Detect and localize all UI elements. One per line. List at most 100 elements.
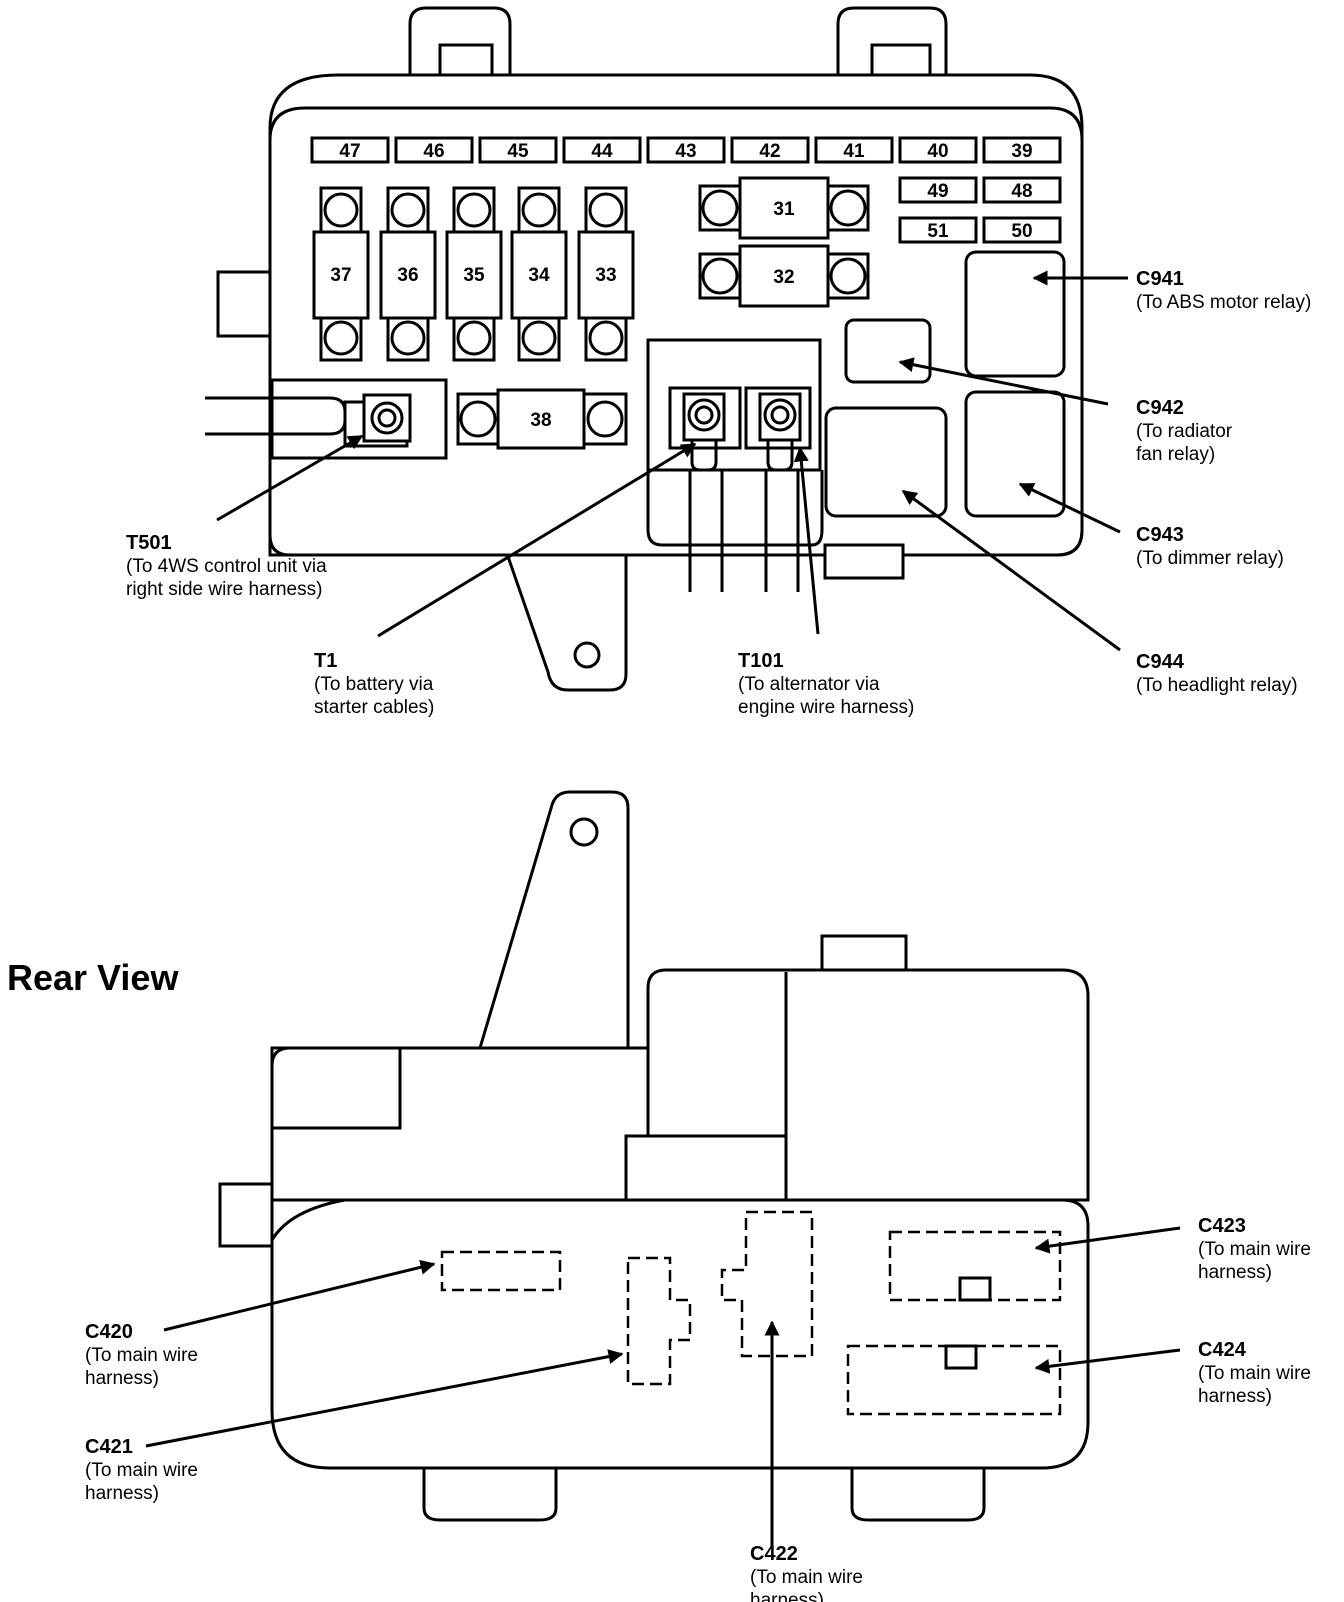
fuse-46: 46 xyxy=(394,136,474,164)
c423-desc-line: (To main wire xyxy=(1198,1239,1311,1260)
fuse-36: 36 xyxy=(379,186,437,362)
c944-desc-line: (To headlight relay) xyxy=(1136,675,1298,696)
front-callouts: C941(To ABS motor relay) C942(To radiator… xyxy=(126,268,1311,718)
fuse-33: 33 xyxy=(577,186,635,362)
relay-socket-c942 xyxy=(844,318,932,384)
left-side-tab xyxy=(216,270,272,338)
c422-desc-line: (To main wire xyxy=(750,1567,863,1588)
rear-mounting-bracket xyxy=(478,790,630,1049)
fuse-42: 42 xyxy=(730,136,810,164)
c424-desc-line: harness) xyxy=(1198,1386,1272,1407)
fuse-39-label: 39 xyxy=(1011,141,1032,162)
front-leader-lines xyxy=(216,270,1128,652)
bottom-notch xyxy=(823,543,905,580)
fuse-row: 47 46 45 44 43 42 41 40 39 xyxy=(310,136,1062,164)
callout-c943: C943(To dimmer relay) xyxy=(1136,524,1284,569)
fuse-44-label: 44 xyxy=(591,141,613,162)
connector-c420 xyxy=(440,1250,562,1292)
relay-socket-c944 xyxy=(824,406,948,518)
t501-id: T501 xyxy=(126,532,172,554)
center-fuses: 31 32 xyxy=(698,176,870,308)
connector-c423-latch xyxy=(958,1276,992,1302)
t501-terminal xyxy=(205,378,448,460)
rear-bracket-hole xyxy=(569,817,599,847)
c943-desc-line: (To dimmer relay) xyxy=(1136,548,1284,569)
fuse-38: 38 xyxy=(456,388,628,450)
c941-desc-line: (To ABS motor relay) xyxy=(1136,292,1311,313)
small-fuses: 49 48 51 50 xyxy=(898,176,1062,244)
fuse-51: 51 xyxy=(898,216,978,244)
c942-desc-line: fan relay) xyxy=(1136,444,1215,465)
c422-id: C422 xyxy=(750,1543,798,1565)
fuse-47-label: 47 xyxy=(339,141,360,162)
t1-desc-line: (To battery via xyxy=(314,674,434,695)
fuse-41-label: 41 xyxy=(843,141,865,162)
fuse-49-label: 49 xyxy=(927,181,948,202)
rear-view-title: Rear View xyxy=(7,957,179,998)
fuse-49: 49 xyxy=(898,176,978,204)
connector-c423 xyxy=(888,1230,1062,1302)
fuse-50-label: 50 xyxy=(1011,221,1032,242)
fuse-36-label: 36 xyxy=(397,265,418,286)
c421-desc-line: harness) xyxy=(85,1483,159,1504)
fuse-51-label: 51 xyxy=(927,221,949,242)
fuse-38-label: 38 xyxy=(530,410,551,431)
power-terminal-block xyxy=(646,338,822,592)
fuse-34: 34 xyxy=(510,186,568,362)
callout-c944: C944(To headlight relay) xyxy=(1136,651,1298,696)
t101-desc-line: engine wire harness) xyxy=(738,697,914,718)
fuse-50: 50 xyxy=(982,216,1062,244)
rear-lower-body xyxy=(270,1198,1090,1470)
c420-desc-line: harness) xyxy=(85,1368,159,1389)
callout-c941: C941(To ABS motor relay) xyxy=(1136,268,1311,313)
fuse-40-label: 40 xyxy=(927,141,948,162)
connector-c422 xyxy=(720,1210,814,1358)
rear-block-left xyxy=(270,1046,402,1130)
fuse-32-label: 32 xyxy=(773,267,794,288)
fuse-31: 31 xyxy=(698,176,870,240)
c421-desc-line: (To main wire xyxy=(85,1460,198,1481)
cable-recess xyxy=(646,470,824,547)
fuse-47: 47 xyxy=(310,136,390,164)
fuse-43-label: 43 xyxy=(675,141,696,162)
c423-desc-line: harness) xyxy=(1198,1262,1272,1283)
fuse-40: 40 xyxy=(898,136,978,164)
fuse-48: 48 xyxy=(982,176,1062,204)
fuse-42-label: 42 xyxy=(759,141,780,162)
t501-desc-line: (To 4WS control unit via xyxy=(126,556,327,577)
fuse-44: 44 xyxy=(562,136,642,164)
fuse-33-label: 33 xyxy=(595,265,616,286)
connector-c421 xyxy=(626,1256,692,1386)
relay-socket-c941 xyxy=(964,250,1066,378)
rear-upper-body xyxy=(270,968,1090,1202)
c942-desc-line: (To radiator xyxy=(1136,421,1233,442)
connector-c424-latch xyxy=(944,1344,978,1370)
rear-top-tab xyxy=(820,934,908,974)
c941-id: C941 xyxy=(1136,268,1184,290)
t1-desc-line: starter cables) xyxy=(314,697,434,718)
fuse-34-label: 34 xyxy=(528,265,550,286)
fuse-31-label: 31 xyxy=(773,199,795,220)
fuse-46-label: 46 xyxy=(423,141,444,162)
fuse-41: 41 xyxy=(814,136,894,164)
fuse-45-label: 45 xyxy=(507,141,529,162)
fuse-35-label: 35 xyxy=(463,265,485,286)
c421-id: C421 xyxy=(85,1436,133,1458)
fuse-box-panel xyxy=(268,106,1084,557)
t1-id: T1 xyxy=(314,650,337,672)
fuse-35: 35 xyxy=(445,186,503,362)
c944-id: C944 xyxy=(1136,651,1185,673)
c424-desc-line: (To main wire xyxy=(1198,1363,1311,1384)
t101-id: T101 xyxy=(738,650,784,672)
